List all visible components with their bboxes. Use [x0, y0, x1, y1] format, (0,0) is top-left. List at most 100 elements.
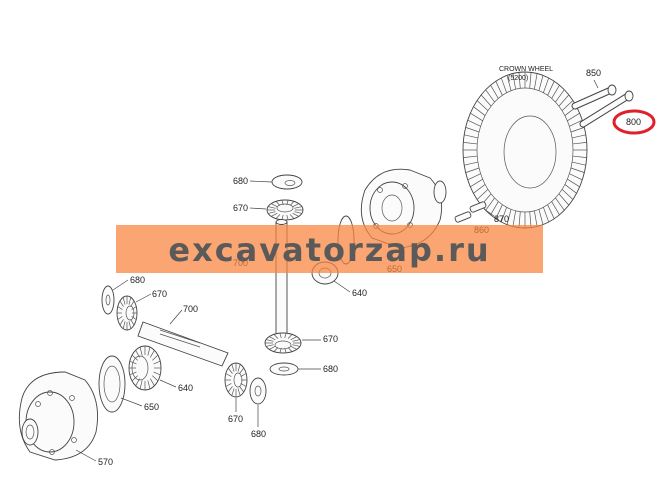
- gear-tooth: [572, 142, 587, 145]
- gear-tooth: [558, 94, 570, 107]
- watermark-text: excavatorzap.ru: [168, 231, 491, 269]
- gear-tooth: [131, 306, 137, 310]
- gear-tooth: [567, 112, 580, 122]
- gear-tooth: [284, 347, 287, 353]
- gear-tooth: [464, 161, 478, 166]
- gear-tooth: [227, 386, 233, 393]
- gear-tooth: [518, 211, 521, 228]
- pinion-gear-left: [116, 295, 138, 331]
- gear-tooth: [543, 77, 550, 93]
- callout-800: 800: [626, 117, 641, 127]
- gear-tooth: [467, 173, 481, 181]
- gear-tooth: [551, 84, 560, 99]
- gear-tooth: [122, 297, 126, 305]
- cross-shaft-horizontal: [137, 321, 229, 367]
- gear-tooth: [119, 319, 124, 326]
- gear-tooth: [149, 378, 155, 386]
- gear-tooth: [569, 119, 583, 127]
- gear-tooth: [287, 347, 293, 352]
- gear-tooth: [500, 77, 507, 93]
- gear-tooth: [570, 127, 585, 133]
- gear-tooth: [147, 380, 151, 390]
- pinion-gear-mid: [264, 332, 302, 354]
- pin-870: [469, 201, 487, 213]
- thrust-washer-top: [271, 174, 303, 190]
- gear-tooth: [495, 81, 503, 96]
- gear-tooth: [495, 204, 503, 219]
- gear-tooth: [153, 360, 161, 365]
- callout-670-left: 670: [152, 289, 167, 299]
- gear-tooth: [547, 204, 555, 219]
- callout-570: 570: [98, 457, 113, 467]
- gear-tooth: [119, 300, 124, 307]
- gear-tooth: [292, 344, 300, 347]
- gear-tooth: [467, 119, 481, 127]
- gear-tooth: [237, 388, 241, 396]
- gear-tooth: [240, 373, 247, 377]
- gear-tooth: [268, 206, 276, 209]
- gear-tooth: [543, 207, 550, 223]
- gear-tooth: [279, 333, 282, 339]
- gear-tooth: [500, 207, 507, 223]
- gear-tooth: [470, 178, 483, 188]
- gear-tooth: [290, 336, 297, 341]
- callout-670-mid: 670: [323, 334, 338, 344]
- gear-tooth: [225, 383, 232, 387]
- gear-tooth: [294, 206, 302, 209]
- gear-tooth: [239, 367, 245, 374]
- gear-tooth: [286, 214, 289, 220]
- crown-wheel: [462, 71, 588, 229]
- gear-tooth: [485, 197, 495, 211]
- callout-680-left: 680: [130, 275, 145, 285]
- gear-tooth: [572, 134, 586, 139]
- gear-tooth: [275, 201, 281, 206]
- gear-tooth: [572, 155, 587, 158]
- thrust-washer-right: [269, 362, 299, 376]
- gear-tooth: [561, 189, 574, 200]
- gear-tooth: [476, 100, 489, 111]
- gear-tooth: [529, 72, 532, 89]
- gear-tooth: [130, 300, 135, 307]
- gear-tooth: [240, 383, 247, 387]
- gear-tooth: [139, 346, 143, 356]
- gear-tooth: [225, 373, 232, 377]
- callout-640-left: 640: [178, 383, 193, 393]
- gear-tooth: [567, 178, 580, 188]
- gear-tooth: [529, 211, 532, 228]
- crown-wheel-title: CROWN WHEEL: [499, 66, 553, 73]
- gear-tooth: [506, 75, 512, 91]
- gear-tooth: [281, 200, 284, 206]
- gear-tooth: [490, 201, 499, 216]
- gear-tooth: [135, 378, 141, 386]
- highlight-circle-800: [612, 109, 656, 135]
- thrust-washer-left: [101, 285, 115, 315]
- gear-tooth: [569, 173, 583, 181]
- gear-tooth: [538, 209, 544, 225]
- gear-tooth: [266, 344, 274, 347]
- gear-tooth: [558, 193, 570, 206]
- gear-tooth: [289, 214, 295, 219]
- gear-tooth: [131, 316, 137, 320]
- cross-shaft-vertical: [275, 219, 288, 335]
- gear-tooth: [122, 321, 126, 329]
- gear-tooth: [269, 345, 276, 350]
- gear-tooth: [464, 134, 478, 139]
- gear-tooth: [271, 203, 278, 208]
- gear-tooth: [470, 112, 483, 122]
- gear-tooth: [512, 210, 516, 227]
- gear-tooth: [289, 201, 295, 206]
- pinion-gear-top: [266, 199, 304, 221]
- gear-tooth: [269, 336, 276, 341]
- gear-tooth: [130, 319, 135, 326]
- gear-tooth: [117, 316, 123, 320]
- callout-640-mid: 640: [352, 288, 367, 298]
- gear-tooth: [275, 214, 281, 219]
- gear-tooth: [139, 380, 143, 390]
- gear-tooth: [266, 339, 274, 342]
- side-gear-left: [128, 345, 162, 391]
- gear-tooth: [480, 94, 492, 107]
- gear-tooth: [506, 209, 512, 225]
- gear-tooth: [561, 100, 574, 111]
- gear-tooth: [534, 73, 538, 90]
